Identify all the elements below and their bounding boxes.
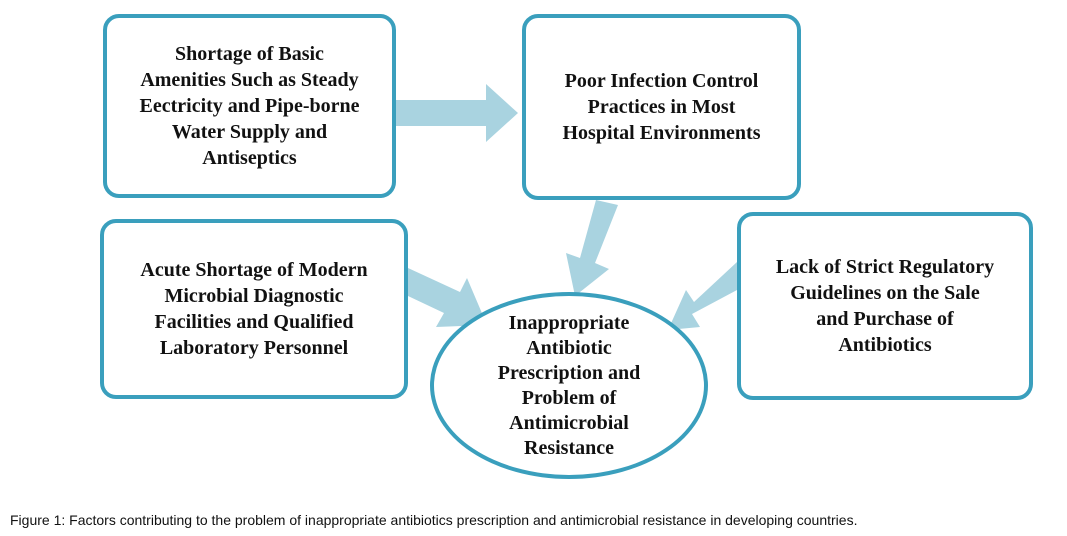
- arrow-diagnostics-to-central: [408, 268, 487, 327]
- node-diagnostics: Acute Shortage of Modern Microbial Diagn…: [100, 219, 408, 399]
- node-diagnostics-label: Acute Shortage of Modern Microbial Diagn…: [140, 259, 368, 359]
- node-amenities: Shortage of Basic Amenities Such as Stea…: [103, 14, 396, 198]
- figure-caption-text: Factors contributing to the problem of i…: [65, 512, 858, 528]
- arrow-infection-to-central: [566, 200, 618, 296]
- node-regulatory: Lack of Strict Regulatory Guidelines on …: [737, 212, 1033, 400]
- node-central-label: Inappropriate Antibiotic Prescription an…: [497, 311, 641, 459]
- arrow-amenities-to-infection: [396, 84, 518, 142]
- node-regulatory-label: Lack of Strict Regulatory Guidelines on …: [775, 256, 995, 356]
- node-central: Inappropriate Antibiotic Prescription an…: [430, 292, 708, 479]
- node-infection-control: Poor Infection Control Practices in Most…: [522, 14, 801, 200]
- figure-caption: Figure 1: Factors contributing to the pr…: [10, 512, 857, 528]
- node-infection-control-label: Poor Infection Control Practices in Most…: [562, 70, 761, 144]
- arrow-regulatory-to-central: [668, 262, 737, 330]
- figure-caption-label: Figure 1:: [10, 512, 66, 528]
- node-amenities-label: Shortage of Basic Amenities Such as Stea…: [139, 43, 360, 169]
